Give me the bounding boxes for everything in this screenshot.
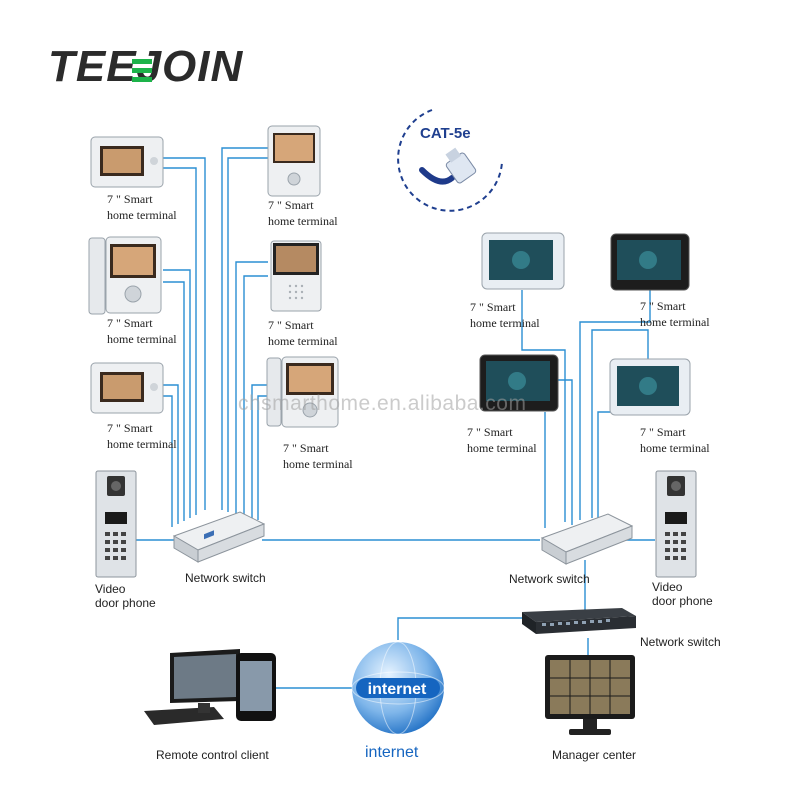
brand-logo-accent	[132, 59, 152, 82]
cat5e-label: CAT-5e	[420, 125, 471, 142]
internet-caption: internet	[365, 744, 419, 761]
smart-terminal-device	[479, 354, 559, 412]
internet-globe-icon	[351, 641, 445, 735]
smart-terminal-device	[610, 233, 690, 291]
core-network-switch-device	[522, 608, 636, 634]
smart-terminal-device	[609, 358, 691, 416]
internet-globe-label: internet	[367, 681, 427, 698]
remote-client-computer-icon	[144, 649, 276, 725]
brand-logo: TEEJOIN	[48, 42, 244, 91]
smart-terminal-device	[90, 136, 164, 188]
switch-label-right: Network switch	[509, 572, 590, 586]
watermark: chsmarthome.en.alibaba.com	[238, 392, 527, 415]
switch-label-core: Network switch	[640, 635, 721, 649]
cat5e-cable-icon	[397, 109, 503, 212]
manager-center-label: Manager center	[552, 748, 637, 762]
remote-client-label: Remote control client	[156, 748, 269, 762]
smart-terminal-speaker-device	[270, 240, 322, 312]
manager-center-monitor-icon	[545, 655, 635, 735]
smart-terminal-handset-device	[266, 356, 339, 428]
smart-terminal-handset-device	[88, 236, 162, 315]
smart-terminal-device	[481, 232, 565, 290]
smart-terminal-device	[267, 125, 321, 197]
switch-label-left: Network switch	[185, 571, 266, 585]
network-switch-device	[540, 513, 634, 565]
video-door-phone-device	[95, 470, 137, 578]
network-switch-device	[172, 511, 266, 563]
video-door-phone-device	[655, 470, 697, 578]
smart-terminal-device	[90, 362, 164, 414]
